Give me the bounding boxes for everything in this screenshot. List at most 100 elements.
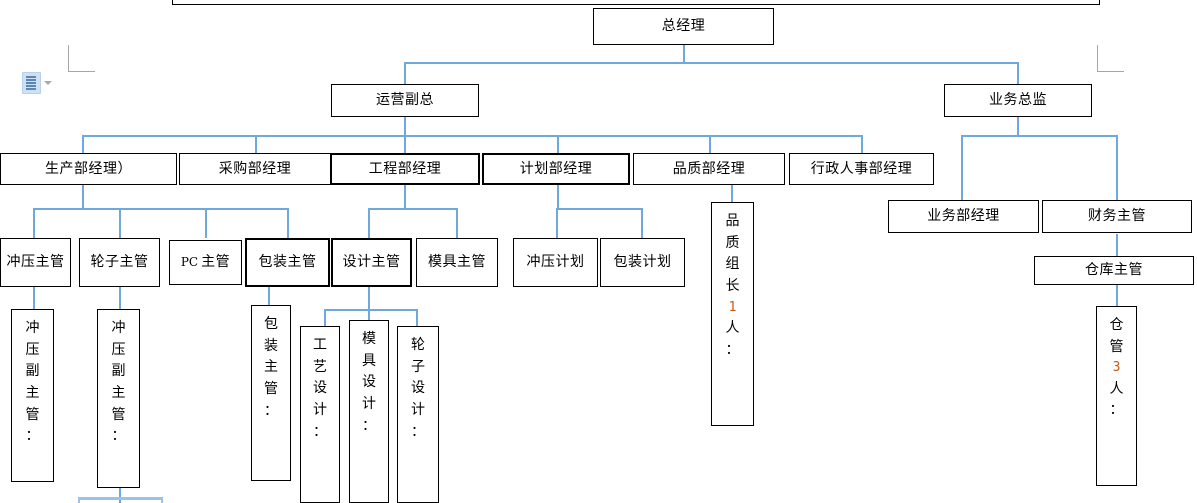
connector-to-sales-mgr bbox=[961, 135, 963, 200]
node-label: 计划部经理 bbox=[519, 160, 593, 177]
connector-wheel-to-deputy-b bbox=[119, 287, 121, 309]
vertical-char: ： bbox=[25, 428, 40, 445]
vertical-char: 子 bbox=[411, 358, 425, 375]
vertical-char: ： bbox=[313, 423, 327, 440]
connector-opsvp-down bbox=[404, 116, 406, 135]
connector-to-mold-design bbox=[368, 309, 370, 326]
node-planning-manager[interactable]: 计划部经理 bbox=[482, 153, 630, 185]
connector-planning-down bbox=[557, 184, 559, 208]
vertical-char: 压 bbox=[25, 341, 40, 358]
connector-bus-engineering bbox=[368, 208, 458, 210]
vertical-char: 轮 bbox=[411, 337, 425, 353]
node-mold-design[interactable]: 模具设计： bbox=[349, 320, 389, 503]
connector-design-down bbox=[368, 287, 370, 309]
vertical-char: ： bbox=[111, 428, 126, 445]
vertical-char: 工 bbox=[313, 337, 327, 353]
connector-quality-down bbox=[731, 184, 733, 202]
vertical-char: 艺 bbox=[313, 358, 327, 375]
node-label: 冲压计划 bbox=[526, 254, 585, 271]
connector-bus-bottom-cutoff bbox=[78, 497, 163, 500]
vertical-char: 管 bbox=[25, 406, 40, 423]
node-operations-vp[interactable]: 运营副总 bbox=[331, 84, 479, 117]
node-label-prefix: PC bbox=[180, 254, 199, 269]
vertical-char: 装 bbox=[264, 337, 278, 354]
node-purchasing-manager[interactable]: 采购部经理 bbox=[179, 153, 331, 185]
connector-to-packing-plan bbox=[641, 208, 643, 238]
node-label: 包装计划 bbox=[613, 254, 672, 271]
node-label: 主管 bbox=[201, 254, 231, 271]
node-stamping-plan[interactable]: 冲压计划 bbox=[513, 238, 598, 287]
vertical-char: 冲 bbox=[25, 320, 40, 336]
node-packing-plan[interactable]: 包装计划 bbox=[600, 238, 685, 287]
node-packing-supervisor[interactable]: 包装主管 bbox=[245, 238, 330, 287]
node-general-manager[interactable]: 总经理 bbox=[593, 8, 774, 45]
connector-to-purchasing-mgr bbox=[255, 135, 257, 153]
vertical-char: 设 bbox=[313, 380, 327, 397]
vertical-char: 副 bbox=[111, 363, 126, 380]
vertical-char: 设 bbox=[362, 374, 376, 391]
node-quality-manager[interactable]: 品质部经理 bbox=[633, 153, 785, 185]
node-label: 仓库主管 bbox=[1085, 262, 1143, 279]
vertical-char: 品 bbox=[725, 213, 740, 229]
connector-warehouse-to-staff bbox=[1116, 284, 1118, 306]
node-sales-manager[interactable]: 业务部经理 bbox=[888, 200, 1039, 233]
node-wheel-supervisor[interactable]: 轮子主管 bbox=[79, 238, 160, 287]
node-label: 冲压主管 bbox=[6, 254, 65, 271]
node-process-design[interactable]: 工艺设计： bbox=[300, 326, 340, 503]
node-mold-supervisor[interactable]: 模具主管 bbox=[416, 238, 498, 287]
node-hr-admin-manager[interactable]: 行政人事部经理 bbox=[789, 153, 934, 185]
connector-to-pc-sup bbox=[205, 208, 207, 238]
node-pc-supervisor[interactable]: PC 主管 bbox=[169, 240, 242, 285]
connector-to-finance-sup bbox=[1116, 135, 1118, 200]
vertical-char: 副 bbox=[25, 363, 40, 380]
node-label: 轮子主管 bbox=[90, 254, 149, 271]
connector-to-planning-mgr bbox=[557, 135, 559, 153]
vertical-char: 长 bbox=[725, 278, 740, 295]
vertical-char: 1 bbox=[728, 299, 737, 315]
vertical-char: 管 bbox=[111, 406, 126, 423]
node-packing-supervisor-detail[interactable]: 包装主管： bbox=[251, 305, 291, 481]
node-label: 工程部经理 bbox=[368, 160, 442, 177]
node-production-manager[interactable]: 生产部经理） bbox=[0, 153, 177, 185]
chevron-down-icon[interactable] bbox=[44, 81, 52, 85]
vertical-char: 计 bbox=[362, 396, 376, 413]
connector-to-operations-vp bbox=[404, 62, 406, 84]
node-label: 设计主管 bbox=[342, 254, 401, 271]
node-label: 行政人事部经理 bbox=[810, 160, 913, 177]
node-wheel-design[interactable]: 轮子设计： bbox=[397, 326, 439, 503]
node-label: 业务部经理 bbox=[927, 208, 1000, 225]
connector-bus-planning bbox=[556, 208, 643, 210]
vertical-char: 具 bbox=[362, 352, 376, 369]
vertical-char: 计 bbox=[411, 402, 425, 419]
node-warehouse-supervisor[interactable]: 仓库主管 bbox=[1034, 256, 1194, 285]
connector-to-process-design bbox=[324, 309, 326, 326]
vertical-char: 质 bbox=[725, 234, 740, 251]
vertical-char: 主 bbox=[25, 385, 40, 402]
connector-packing-to-detail bbox=[268, 287, 270, 305]
connector-bizdir-down bbox=[1017, 116, 1019, 135]
node-business-director[interactable]: 业务总监 bbox=[944, 84, 1092, 117]
vertical-char: ： bbox=[411, 423, 425, 440]
vertical-char: 主 bbox=[111, 385, 126, 402]
paste-options-icon[interactable] bbox=[22, 72, 52, 94]
node-label: 模具主管 bbox=[428, 254, 486, 271]
node-stamping-supervisor[interactable]: 冲压主管 bbox=[0, 238, 71, 287]
node-finance-supervisor[interactable]: 财务主管 bbox=[1042, 200, 1192, 233]
connector-to-wheel-design bbox=[416, 309, 418, 326]
vertical-char: ： bbox=[362, 417, 376, 434]
connector-bus-design bbox=[324, 309, 417, 311]
node-engineering-manager[interactable]: 工程部经理 bbox=[330, 153, 480, 185]
connector-bottom-left-stub bbox=[78, 497, 80, 503]
vertical-char: ： bbox=[725, 341, 740, 358]
node-stamping-deputy-b[interactable]: 冲压副主管： bbox=[97, 309, 140, 488]
vertical-char: 包 bbox=[264, 316, 278, 332]
node-stamping-deputy-a[interactable]: 冲压副主管 ： bbox=[11, 309, 54, 482]
node-design-supervisor[interactable]: 设计主管 bbox=[331, 238, 412, 287]
vertical-char: ： bbox=[264, 402, 278, 419]
top-partial-box[interactable] bbox=[172, 0, 1100, 5]
node-label: 采购部经理 bbox=[218, 160, 292, 177]
vertical-char: ： bbox=[1109, 402, 1124, 419]
